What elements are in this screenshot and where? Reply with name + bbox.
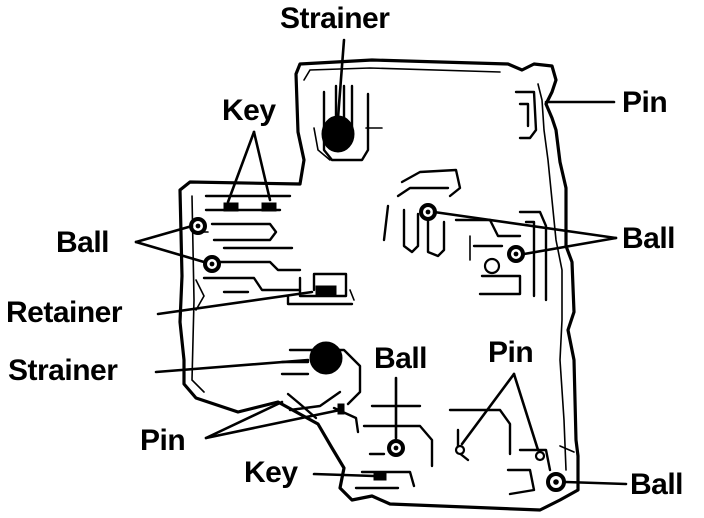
- left-channel-area: [189, 194, 302, 311]
- label-key-top: Key: [222, 94, 276, 127]
- middle-strainer: [309, 341, 343, 375]
- upper-strainer: [321, 115, 355, 153]
- upper-strainer-area: [313, 84, 383, 162]
- pin-center-lower: [454, 444, 466, 456]
- label-strainer-mid: Strainer: [8, 354, 118, 387]
- label-strainer-top: Strainer: [280, 2, 390, 35]
- right-middle-area: [382, 168, 548, 302]
- middle-strainer-area: [280, 341, 362, 412]
- pin-right-lower: [534, 450, 546, 462]
- leader-lines: [134, 38, 628, 486]
- label-pin-center: Pin: [488, 336, 534, 369]
- label-pin-left: Pin: [140, 424, 186, 457]
- retainer: [315, 285, 337, 296]
- label-ball-center: Ball: [374, 342, 428, 375]
- key-upper-right: [261, 202, 277, 212]
- lower-channel-area: [286, 392, 575, 496]
- pin-marker-center-left: [337, 403, 345, 415]
- key-bottom: [373, 471, 387, 481]
- label-ball-right: Ball: [622, 222, 676, 255]
- valve-body-outline: [178, 58, 580, 512]
- right-pin-ring: [483, 257, 501, 275]
- label-retainer: Retainer: [6, 296, 123, 329]
- key-upper-left: [223, 202, 239, 212]
- label-pin-right: Pin: [622, 86, 668, 119]
- label-key-bottom: Key: [244, 456, 298, 489]
- upper-right-area: [514, 90, 538, 140]
- label-ball-left: Ball: [56, 226, 110, 259]
- label-ball-bottom-right: Ball: [630, 468, 684, 501]
